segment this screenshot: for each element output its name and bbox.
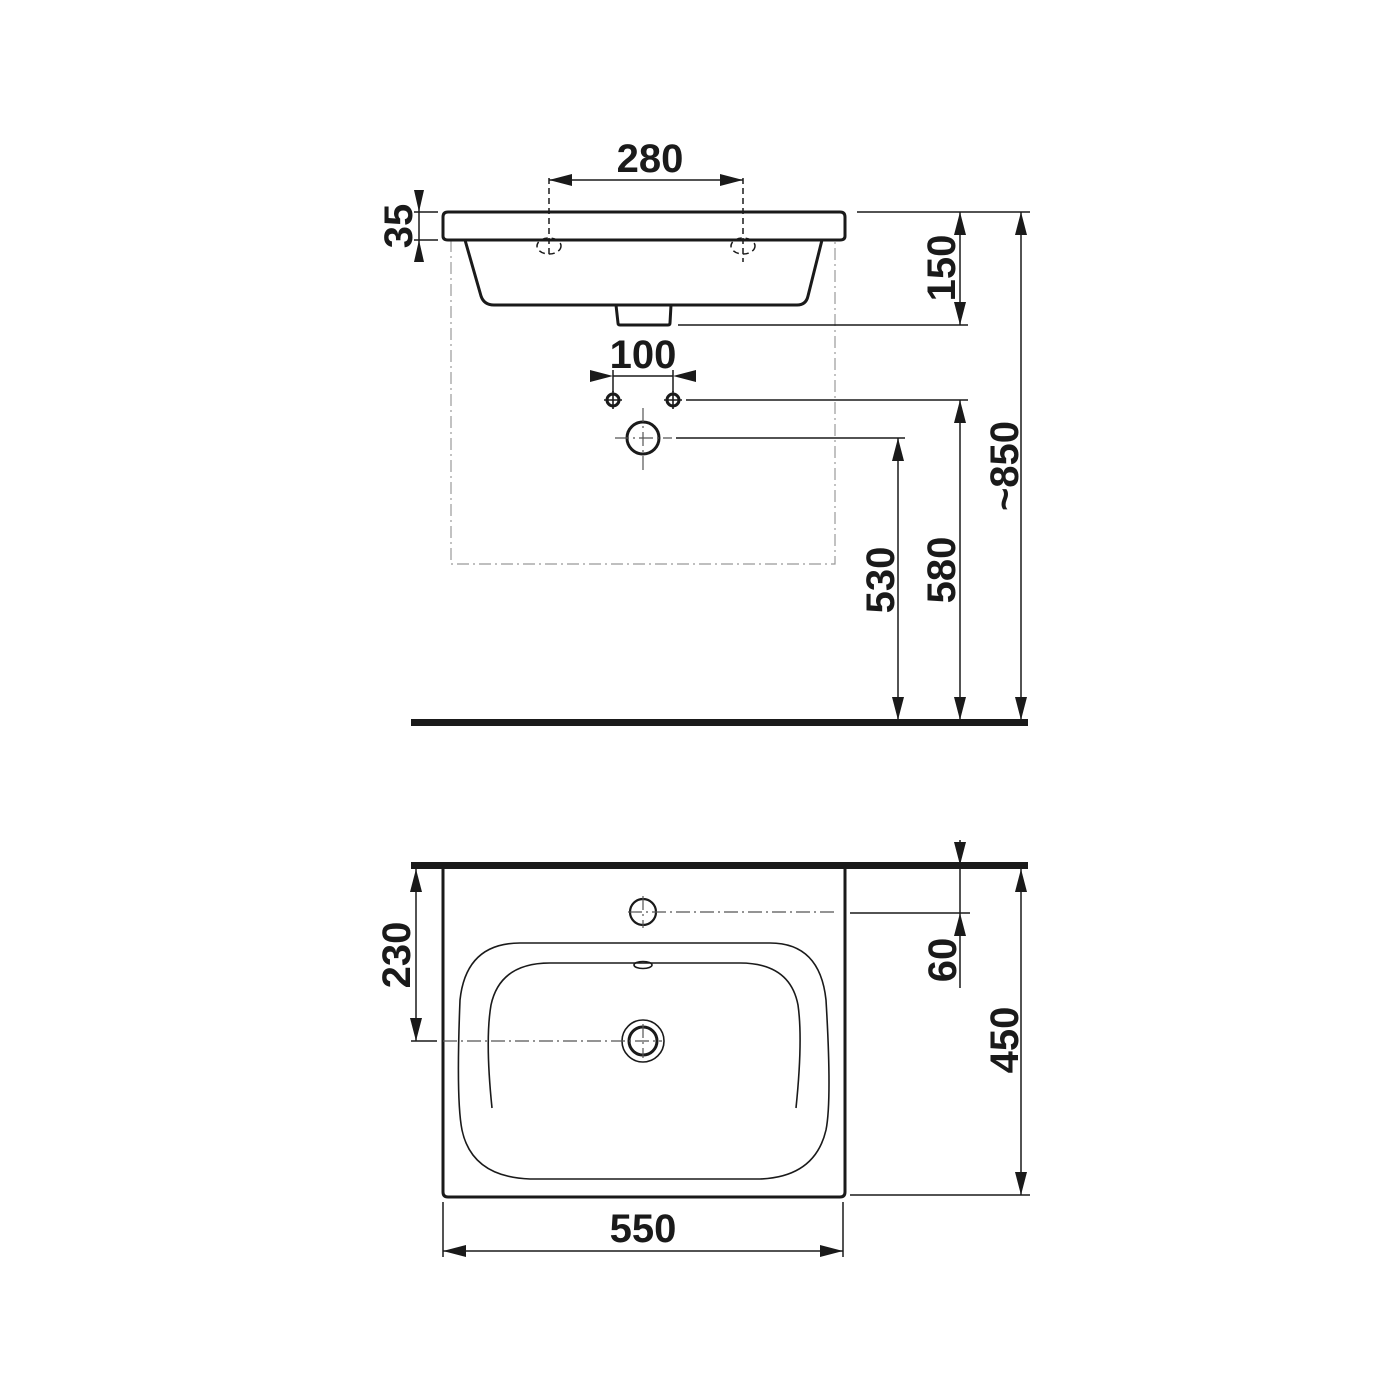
dimension-label-100: 100 [610, 333, 677, 377]
basin-rim [441, 210, 847, 242]
dimension-label-530: 530 [859, 547, 903, 614]
dimension-280: 280 [549, 137, 743, 186]
hidden-tap-hole-left [536, 178, 562, 258]
floor-line [411, 719, 1028, 726]
dimension-label-450: 450 [983, 1007, 1027, 1074]
overflow-slot [633, 960, 653, 970]
dimension-label-550: 550 [610, 1207, 677, 1251]
waste-pipe-connection [615, 408, 672, 470]
dimension-label-150: 150 [920, 235, 964, 302]
tap-hole [628, 896, 838, 928]
dimension-label-60: 60 [921, 938, 965, 983]
dimension-850: ~850 [983, 212, 1027, 720]
dimension-100: 100 [590, 333, 696, 392]
dimension-label-850: ~850 [983, 421, 1027, 511]
waste-outlet [614, 303, 673, 327]
dimension-label-230: 230 [375, 922, 419, 989]
drain [443, 1019, 665, 1063]
dimension-550: 550 [442, 1202, 844, 1257]
supply-valve-right [664, 391, 682, 409]
top-view: 230 60 450 550 [375, 840, 1030, 1257]
bowl-outer-contour [457, 942, 830, 1180]
bowl-inner-contour [487, 962, 801, 1109]
dimension-230: 230 [375, 869, 437, 1042]
dimension-label-280: 280 [617, 137, 684, 181]
dimension-35: 35 [377, 190, 438, 262]
dimension-label-35: 35 [377, 204, 421, 249]
cabinet-ghost-outline [450, 240, 836, 565]
dimension-label-580: 580 [920, 537, 964, 604]
dimension-150: 150 [920, 212, 966, 325]
dimension-580: 580 [920, 400, 966, 720]
basin-outer-outline [441, 867, 847, 1199]
dimension-60: 60 [850, 840, 970, 988]
supply-valve-left [604, 391, 622, 409]
side-view: 280 35 [377, 137, 1030, 726]
dimension-450: 450 [850, 869, 1030, 1196]
hidden-tap-hole-right [730, 178, 756, 262]
wall-line [411, 862, 1028, 869]
basin-bowl [463, 238, 824, 307]
dimension-530: 530 [859, 438, 904, 720]
